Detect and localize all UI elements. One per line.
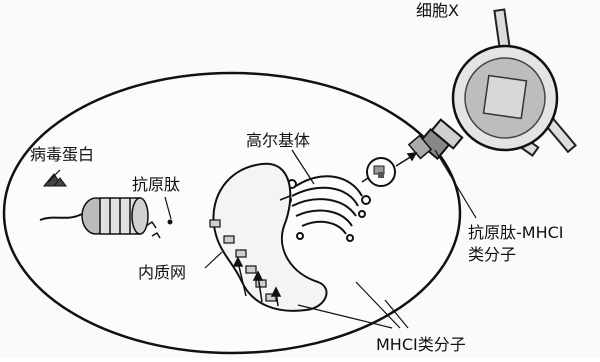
mhc-molecule-label: MHCI类分子 — [376, 336, 466, 354]
mhc-complex-label-line1: 抗原肽-MHCI — [468, 224, 564, 242]
er-label: 内质网 — [138, 264, 186, 282]
mhc-complex-label-line2: 类分子 — [468, 246, 516, 264]
golgi-label: 高尔基体 — [246, 132, 310, 150]
cell-x-label: 细胞X — [416, 2, 459, 20]
transport-vesicle — [367, 158, 395, 186]
cell-x-nucleus — [484, 76, 527, 119]
viral-protein-label: 病毒蛋白 — [30, 146, 94, 164]
proteasome — [82, 198, 148, 234]
antigen-peptide-label: 抗原肽 — [132, 176, 180, 194]
antigen-peptide-dot — [168, 220, 173, 225]
